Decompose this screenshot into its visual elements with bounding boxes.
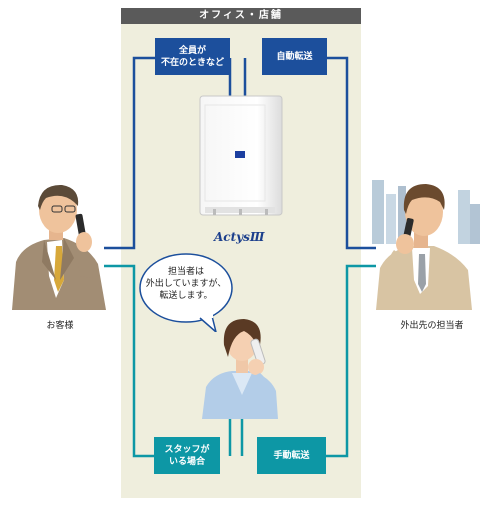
customer-label: お客様 (46, 321, 74, 331)
device-logo: ActysⅢ (214, 230, 265, 246)
blue-line-left (104, 56, 155, 250)
device-model-suffix: Ⅲ (249, 230, 265, 244)
teal-line-left (104, 264, 154, 458)
tag-manual-transfer: 手動転送 (257, 437, 326, 474)
tag-staff-present: スタッフが いる場合 (154, 437, 220, 474)
remote-person-figure (372, 176, 480, 310)
teal-line-right (326, 264, 376, 458)
customer-figure (2, 180, 120, 310)
blue-line-right (327, 56, 376, 250)
pbx-device (199, 95, 283, 220)
staff-figure (198, 315, 282, 419)
speech-text: 担当者は 外出していますが、 転送します。 (145, 267, 227, 301)
remote-person-label: 外出先の担当者 (400, 321, 464, 331)
device-brand: Actys (214, 230, 250, 244)
tag-auto-transfer: 自動転送 (262, 38, 327, 75)
tag-all-absent: 全員が 不在のときなど (155, 38, 230, 75)
office-header: オフィス・店舗 (121, 8, 361, 24)
speech-bubble: 担当者は 外出していますが、 転送します。 (138, 252, 238, 332)
